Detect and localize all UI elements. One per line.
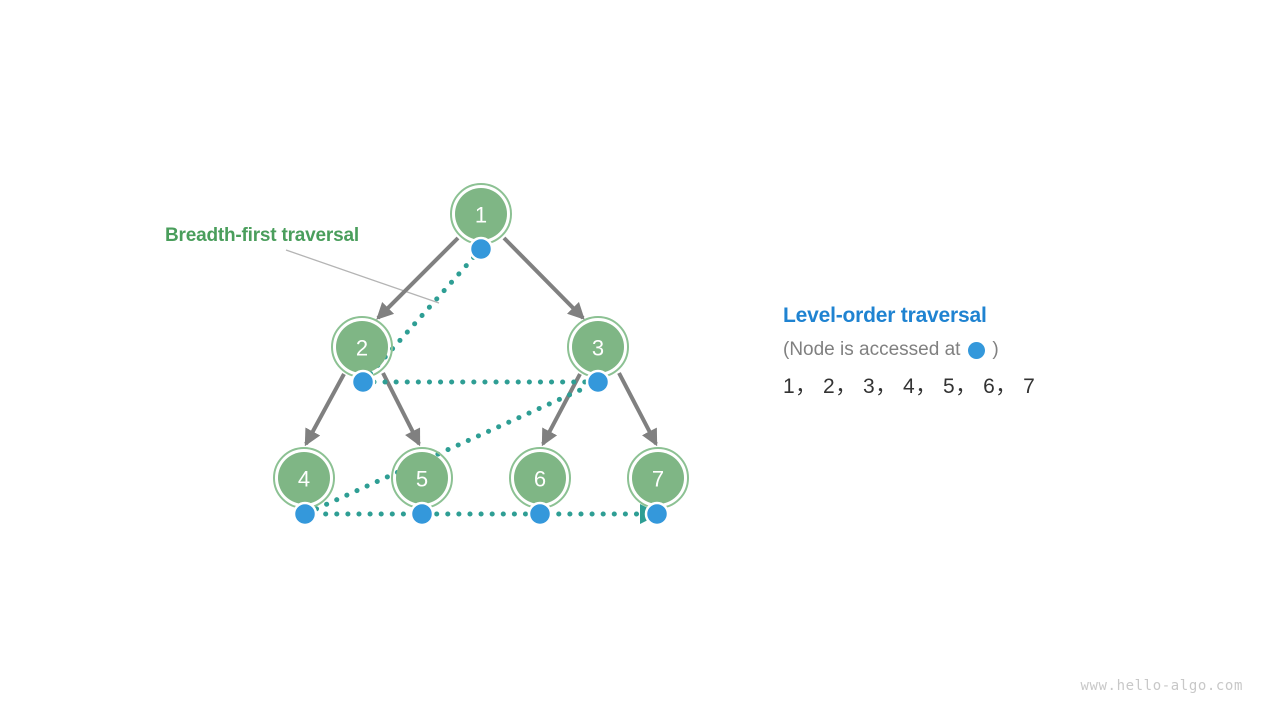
node-label: 4 <box>298 467 310 492</box>
legend-title: Level-order traversal <box>783 304 987 327</box>
node-label: 7 <box>652 467 664 492</box>
tree-node-7[interactable]: 7 <box>627 447 689 509</box>
visit-dot-icon-2 <box>350 369 376 395</box>
tree-node-5[interactable]: 5 <box>391 447 453 509</box>
tree-edges <box>304 236 658 447</box>
tree-node-6[interactable]: 6 <box>509 447 571 509</box>
node-circle <box>572 321 624 373</box>
watermark: www.hello-algo.com <box>1080 678 1243 694</box>
legend-subtitle: (Node is accessed at ) <box>783 338 1203 362</box>
tree-node-4[interactable]: 4 <box>273 447 335 509</box>
edge-1-3 <box>502 236 585 320</box>
node-circle <box>514 452 566 504</box>
legend-panel: Level-order traversal (Node is accessed … <box>783 303 1203 400</box>
node-circle <box>278 452 330 504</box>
bfs-leader-line <box>285 249 440 304</box>
visit-dot-icon-4 <box>292 501 318 527</box>
node-label: 2 <box>356 336 368 361</box>
visit-dot-icon-3 <box>585 369 611 395</box>
visit-dot-icon-7 <box>644 501 670 527</box>
visit-dot-icon-5 <box>409 501 435 527</box>
tree-node-1[interactable]: 1 <box>450 183 512 245</box>
node-circle <box>455 188 507 240</box>
tree-node-3[interactable]: 3 <box>567 316 629 378</box>
edge-2-5 <box>381 372 421 447</box>
legend-subtitle-prefix: (Node is accessed at <box>783 339 961 360</box>
edge-2-4 <box>304 373 346 447</box>
node-label: 5 <box>416 467 428 492</box>
node-label: 3 <box>592 336 604 361</box>
visit-dot-icon-6 <box>527 501 553 527</box>
legend-sequence: 1， 2， 3， 4， 5， 6， 7 <box>783 375 1036 398</box>
tree-node-2[interactable]: 2 <box>331 316 393 378</box>
visit-dots <box>292 236 670 527</box>
visit-dot-icon-1 <box>468 236 494 262</box>
node-label: 6 <box>534 467 546 492</box>
legend-subtitle-suffix: ) <box>992 339 999 360</box>
blue-dot-icon <box>968 341 986 359</box>
node-circle <box>632 452 684 504</box>
node-circle <box>336 321 388 373</box>
node-label: 1 <box>475 203 487 228</box>
bfs-annotation-label: Breadth-first traversal <box>165 225 359 246</box>
edge-3-6 <box>541 373 582 447</box>
edge-3-7 <box>617 372 658 447</box>
node-circle <box>396 452 448 504</box>
edge-1-2 <box>376 236 460 320</box>
